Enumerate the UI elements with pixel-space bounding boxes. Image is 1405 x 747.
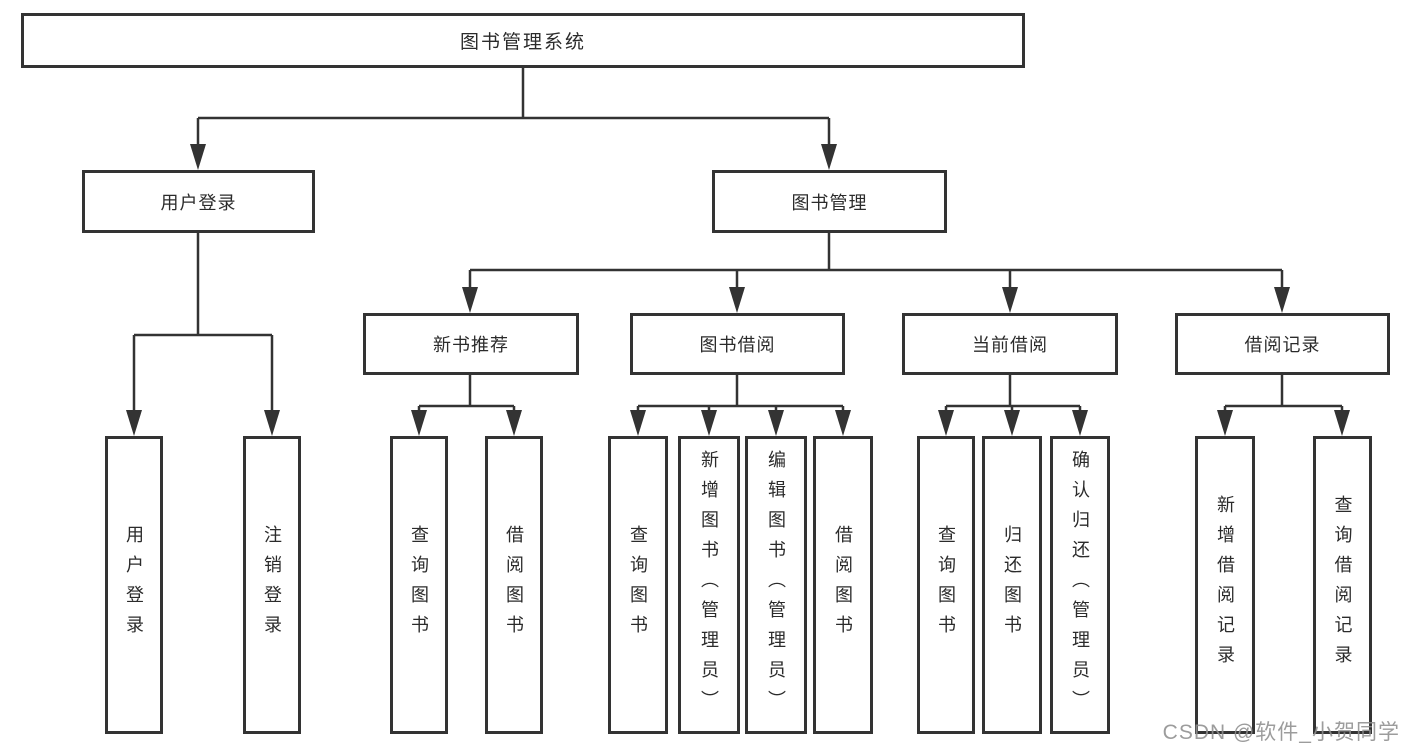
node-user-login: 用户登录 bbox=[82, 170, 315, 233]
node-label: 借阅图书 bbox=[504, 525, 524, 645]
node-label: 图书管理 bbox=[791, 192, 868, 213]
node-label: 图书借阅 bbox=[699, 335, 776, 355]
leaf-user-login: 用户登录 bbox=[105, 436, 163, 734]
node-label: 查询图书 bbox=[628, 525, 648, 645]
node-label: 用户登录 bbox=[124, 525, 144, 645]
leaf-borrow-books-1: 借阅图书 bbox=[485, 436, 543, 734]
leaf-query-books-3: 查询图书 bbox=[917, 436, 975, 734]
node-root-library-system: 图书管理系统 bbox=[21, 13, 1025, 68]
node-label: 借阅记录 bbox=[1244, 335, 1321, 355]
node-label: 查询图书 bbox=[409, 525, 429, 645]
leaf-query-borrow-record: 查询借阅记录 bbox=[1313, 436, 1372, 734]
leaf-borrow-books-2: 借阅图书 bbox=[813, 436, 873, 734]
node-label: 确认归还（管理员） bbox=[1070, 450, 1090, 720]
node-label: 新书推荐 bbox=[433, 335, 509, 355]
node-label: 新增图书（管理员） bbox=[699, 450, 719, 720]
csdn-watermark: CSDN @软件_小贺同学 bbox=[1162, 721, 1400, 744]
node-label: 查询借阅记录 bbox=[1332, 495, 1353, 675]
leaf-return-books: 归还图书 bbox=[982, 436, 1042, 734]
node-label: 当前借阅 bbox=[972, 335, 1048, 355]
node-label: 图书管理系统 bbox=[459, 32, 586, 53]
leaf-query-books-2: 查询图书 bbox=[608, 436, 668, 734]
node-book-management: 图书管理 bbox=[712, 170, 947, 233]
leaf-add-books-admin: 新增图书（管理员） bbox=[678, 436, 740, 734]
node-label: 借阅图书 bbox=[833, 525, 853, 645]
node-label: 新增借阅记录 bbox=[1215, 495, 1235, 675]
leaf-add-borrow-record: 新增借阅记录 bbox=[1195, 436, 1255, 734]
node-book-borrow: 图书借阅 bbox=[630, 313, 845, 375]
leaf-confirm-return-admin: 确认归还（管理员） bbox=[1050, 436, 1110, 734]
node-label: 编辑图书（管理员） bbox=[766, 450, 786, 720]
leaf-edit-books-admin: 编辑图书（管理员） bbox=[745, 436, 807, 734]
leaf-query-books-1: 查询图书 bbox=[390, 436, 448, 734]
leaf-logout: 注销登录 bbox=[243, 436, 301, 734]
node-current-borrow: 当前借阅 bbox=[902, 313, 1118, 375]
node-label: 用户登录 bbox=[160, 192, 237, 213]
node-new-book-recommend: 新书推荐 bbox=[363, 313, 579, 375]
node-label: 注销登录 bbox=[262, 525, 282, 645]
node-borrow-records: 借阅记录 bbox=[1175, 313, 1390, 375]
node-label: 归还图书 bbox=[1002, 525, 1022, 645]
node-label: 查询图书 bbox=[936, 525, 956, 645]
